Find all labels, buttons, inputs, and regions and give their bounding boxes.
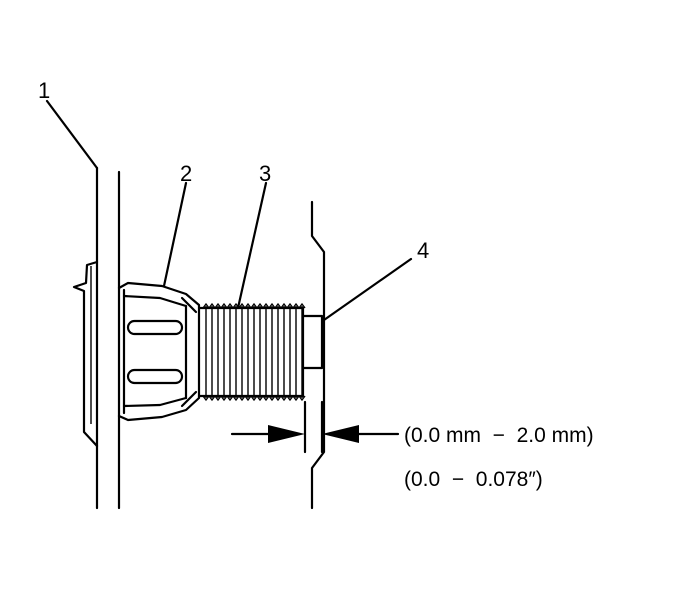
spec-imperial: (0.0 − 0.078″) (404, 468, 543, 491)
stud-threads (202, 302, 306, 402)
threaded-stud-3 (197, 302, 324, 402)
retainer-2 (117, 281, 201, 422)
panel-4 (310, 200, 326, 510)
spec-metric: (0.0 mm − 2.0 mm) (404, 424, 594, 447)
panel-1 (95, 166, 121, 510)
clearance-dimension (230, 400, 400, 454)
dimension-arrow-right (322, 425, 359, 443)
callout-1: 1 (38, 78, 50, 103)
leader-lines (45, 99, 413, 322)
callout-3: 3 (259, 161, 271, 186)
dimension-arrow-left (268, 425, 305, 443)
callout-4: 4 (417, 238, 429, 263)
callout-2: 2 (180, 161, 192, 186)
clip-head-left (72, 260, 99, 448)
